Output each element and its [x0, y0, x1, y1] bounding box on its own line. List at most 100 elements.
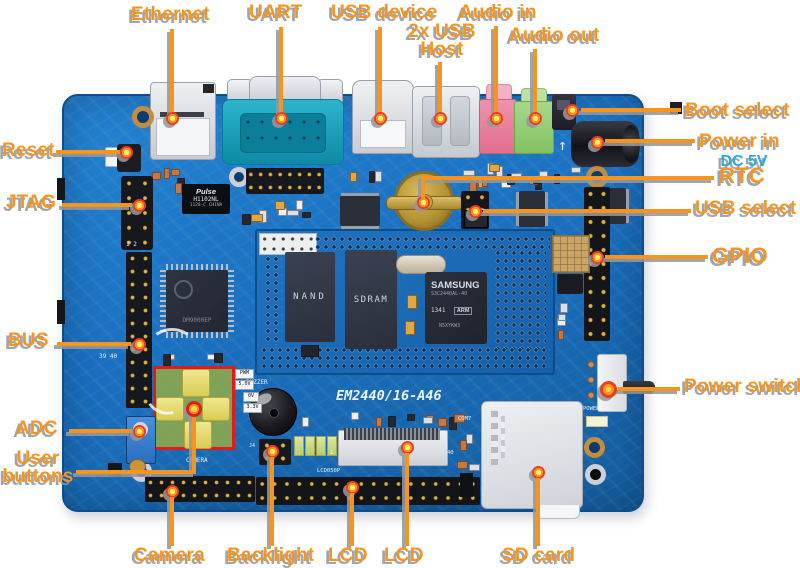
mount-hole — [132, 106, 154, 128]
annotation-marker — [566, 104, 579, 117]
smd-component — [560, 303, 568, 313]
user-button-right — [202, 397, 230, 421]
user-button-up — [182, 369, 210, 397]
smd-component — [302, 211, 311, 218]
leader-line — [170, 29, 174, 113]
leader-line — [350, 493, 354, 546]
bus-header — [126, 252, 152, 408]
usb-device-slot — [360, 120, 406, 148]
module-holes-bottom — [260, 346, 550, 368]
cpu-core-module: NAND SDRAM SAMSUNG S3C2440AL-40 1341 ARM… — [255, 229, 555, 375]
silk-0v: 0V — [243, 392, 259, 402]
power-led — [586, 416, 608, 427]
lcd-light-header — [246, 168, 324, 194]
annotation-label: Power in — [699, 131, 780, 152]
sd-slot-detail — [501, 410, 505, 458]
samsung-cpu-chip: SAMSUNG S3C2440AL-40 1341 ARM N5XYKW3 — [425, 272, 487, 344]
sd-card-slot — [481, 401, 583, 509]
annotation-marker — [346, 481, 359, 494]
sdram-chip: SDRAM — [345, 250, 397, 349]
leader-line — [421, 176, 714, 180]
annotation-label: BUS — [8, 330, 49, 351]
module-holes-right — [494, 249, 546, 349]
annotation-label: ADC — [16, 418, 58, 439]
smd-component — [251, 214, 263, 223]
xfmr-part: H1102NL — [193, 196, 219, 203]
annotation-label-line2: Host — [420, 39, 464, 60]
annotation-label: RTC — [719, 163, 765, 188]
module-holes-left — [264, 255, 282, 345]
camera-connector — [145, 476, 255, 502]
audio-in-jack — [479, 99, 517, 154]
annotation-marker — [166, 485, 179, 498]
leader-line — [533, 49, 537, 113]
smd-component — [163, 168, 170, 179]
camera-silk: CAMERA — [186, 457, 208, 464]
smd-component — [296, 199, 304, 211]
annotation-label: 2x USB — [408, 21, 476, 42]
sdram-label: SDRAM — [353, 295, 389, 305]
annotation-marker — [374, 112, 387, 125]
power-arrow-silk: ↑ — [558, 136, 568, 154]
leader-line — [494, 26, 498, 113]
annotation-marker — [417, 196, 430, 209]
annotation-marker — [434, 112, 447, 125]
annotation-marker — [275, 112, 288, 125]
leader-line — [605, 139, 695, 143]
annotation-marker — [133, 425, 146, 438]
lcd050p-connector — [256, 477, 480, 505]
usb-host-slot-2 — [450, 96, 470, 146]
fpc-pin40-silk: 40 — [447, 450, 454, 456]
dm9000-pins-left — [160, 270, 166, 332]
ethernet-jack-slot — [160, 112, 204, 117]
mount-hole — [585, 464, 606, 485]
module-cap — [407, 295, 417, 309]
pulse-transformer: Pulse H1102NL 1128-C CHINA — [182, 184, 230, 214]
user-button-left — [156, 397, 184, 421]
module-connector-white — [259, 233, 317, 255]
lcd-fpc-pins — [344, 428, 440, 440]
ethernet-jack-face — [156, 118, 210, 156]
smd-component — [456, 460, 468, 470]
smd-component — [287, 209, 300, 216]
buzzer-silk: BUZZER — [246, 379, 268, 386]
dm9000-pins-right — [228, 270, 234, 332]
annotation-label: User — [16, 448, 60, 469]
cpu-brand: SAMSUNG — [431, 280, 480, 291]
silk-33v: 3.3V — [243, 403, 262, 413]
smd-component — [465, 434, 474, 444]
smd-component — [242, 214, 251, 226]
jtag-header — [121, 176, 153, 250]
com7-silk: COM7 — [458, 416, 472, 422]
nand-label: NAND — [293, 292, 327, 302]
smd-component — [350, 412, 360, 421]
smd-component — [407, 414, 416, 421]
annotation-label: Audio out — [509, 25, 600, 46]
smd-component — [171, 169, 181, 177]
leader-line — [581, 108, 681, 112]
cpu-arch: ARM — [453, 307, 473, 315]
annotation-marker — [532, 466, 545, 479]
ethernet-jack-tab — [203, 84, 214, 93]
xfmr-origin: 1128-C CHINA — [189, 203, 223, 208]
annotation-marker — [469, 205, 482, 218]
annotation-label: USB select — [695, 198, 797, 219]
leader-line — [421, 179, 425, 198]
crystal-oscillator — [396, 255, 446, 274]
smd-component — [489, 163, 501, 173]
con5-gold-connector — [552, 235, 590, 273]
dm9000-pins-bottom — [166, 332, 228, 338]
annotation-marker — [600, 381, 617, 398]
board-model-silk: EM2440/16-A46 — [336, 388, 442, 404]
power-led-silk: POWER — [583, 406, 600, 412]
leader-line — [62, 203, 132, 207]
annotation-label: LCD — [384, 545, 424, 566]
smd-component — [213, 352, 223, 363]
annotation-label: UART — [249, 2, 303, 23]
smd-component — [468, 463, 480, 471]
annotation-marker — [490, 112, 503, 125]
smd-component — [454, 413, 466, 423]
annotation-marker — [591, 251, 604, 264]
sd-edge-component — [460, 473, 473, 497]
